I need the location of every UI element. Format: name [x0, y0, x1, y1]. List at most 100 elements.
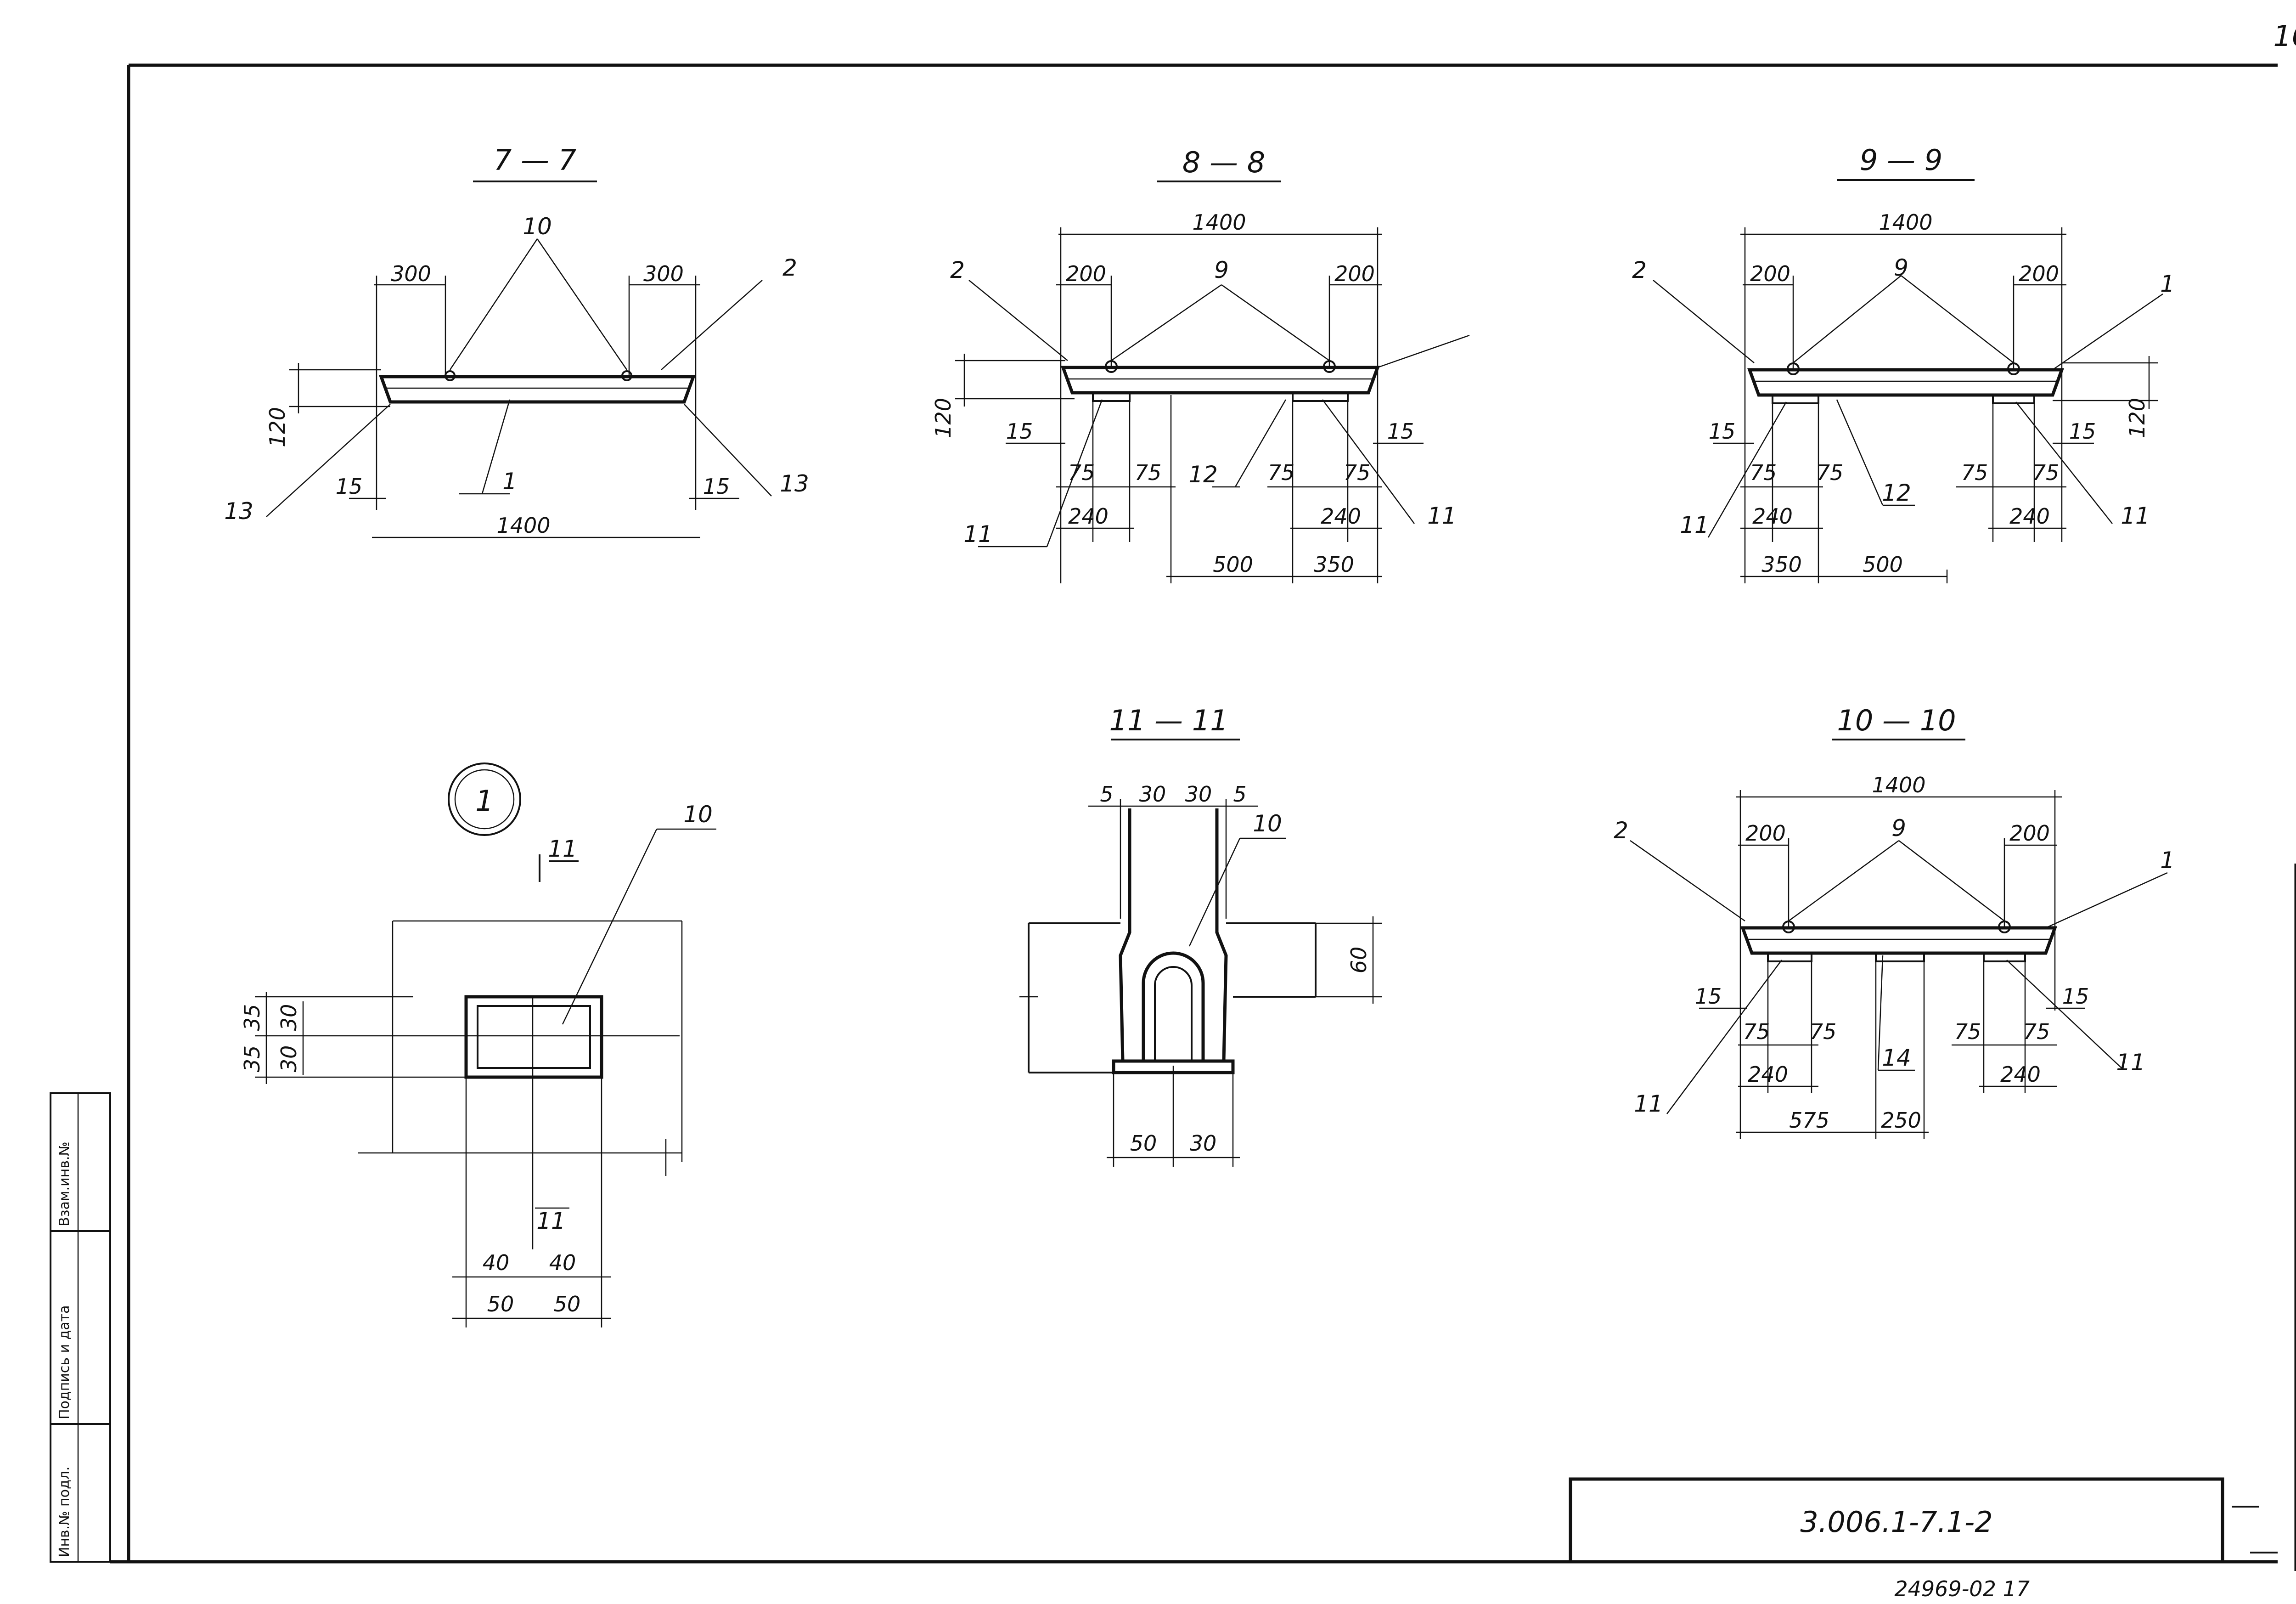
dim-15-left: 15 — [1006, 419, 1033, 444]
ref-11-right: 11 — [2116, 1049, 2145, 1076]
dim-200-right: 200 — [2009, 821, 2050, 846]
ref-1: 1 — [2160, 847, 2175, 874]
dim-575: 575 — [1789, 1108, 1829, 1133]
ref-11-right: 11 — [1427, 503, 1457, 529]
dim-350: 350 — [1761, 552, 1802, 577]
dim-30-c: 30 — [1190, 1131, 1217, 1156]
dim-75-b: 75 — [1135, 460, 1162, 485]
ref-13-right: 13 — [780, 470, 809, 497]
dim-60: 60 — [1346, 947, 1371, 974]
dim-300-right: 300 — [643, 261, 684, 286]
dim-75-a: 75 — [1068, 460, 1095, 485]
dim-200-left: 200 — [1745, 821, 1786, 846]
ref-1: 1 — [502, 468, 517, 495]
section-title: 7 — 7 — [494, 143, 576, 177]
drawing-designation: 3.006.1-7.1-2 — [1800, 1505, 1992, 1539]
dim-200-left: 200 — [1066, 261, 1106, 286]
dim-120: 120 — [931, 398, 956, 438]
dim-35-b: 35 — [240, 1045, 264, 1073]
dim-240-right: 240 — [2009, 504, 2050, 529]
section-11-11: 11 — 11 5 30 30 5 60 50 30 — [1019, 704, 1382, 1167]
ref-12: 12 — [1882, 480, 1911, 506]
section-8-8: 8 — 8 — [931, 146, 1470, 583]
dim-30-b: 30 — [1185, 782, 1212, 807]
dim-75-d: 75 — [2032, 460, 2060, 485]
dim-120: 120 — [265, 407, 290, 447]
dim-15-left: 15 — [1709, 419, 1736, 444]
dim-1400: 1400 — [1872, 773, 1925, 797]
dim-15-right: 15 — [2069, 419, 2096, 444]
dim-75-d: 75 — [2023, 1019, 2050, 1044]
ref-12: 12 — [1188, 461, 1218, 488]
dim-40-a: 40 — [483, 1250, 510, 1275]
dim-15-left: 15 — [1695, 984, 1722, 1009]
dim-15-left: 15 — [336, 474, 363, 499]
dim-75-b: 75 — [1810, 1019, 1837, 1044]
dim-75-c: 75 — [1961, 460, 1988, 485]
dim-240-left: 240 — [1068, 504, 1109, 529]
dim-15-right: 15 — [2062, 984, 2089, 1009]
section-7-7: 7 — 7 300 300 120 15 15 1400 10 2 — [224, 143, 809, 538]
dim-75-a: 75 — [1743, 1019, 1770, 1044]
archive-number: 24969-02 17 — [1894, 1576, 2030, 1601]
dim-200-left: 200 — [1750, 261, 1790, 286]
dim-1400: 1400 — [496, 513, 550, 538]
dim-1400: 1400 — [1192, 210, 1246, 235]
dim-50-a: 50 — [487, 1292, 514, 1316]
ref-9: 9 — [1891, 815, 1906, 842]
node-marker: 1 — [475, 784, 493, 818]
dim-75-a: 75 — [1750, 460, 1777, 485]
ref-2: 2 — [782, 254, 797, 281]
stamp-signature-date: Подпись и дата — [56, 1305, 73, 1420]
ref-9: 9 — [1214, 257, 1229, 283]
dim-35-a: 35 — [240, 1004, 264, 1031]
dim-30-a: 30 — [1139, 782, 1166, 807]
dim-30-b: 30 — [276, 1045, 301, 1073]
page-number: 16 — [2273, 19, 2296, 53]
section-9-9: 9 — 9 1400 — [1632, 143, 2175, 583]
dim-250: 250 — [1881, 1108, 1921, 1133]
section-title: 9 — 9 — [1860, 143, 1942, 177]
dim-200-right: 200 — [1334, 261, 1375, 286]
ref-13-left: 13 — [224, 498, 253, 525]
dim-75-c: 75 — [1268, 460, 1295, 485]
dim-75-b: 75 — [1817, 460, 1844, 485]
ref-11-right: 11 — [2121, 503, 2150, 529]
stamp-replaced-inv: Взам.инв.№ — [56, 1141, 73, 1226]
node-1: 1 11 11 10 35 35 30 30 40 40 50 50 — [240, 762, 716, 1327]
dim-15-right: 15 — [703, 474, 730, 499]
dim-15-right: 15 — [1387, 419, 1414, 444]
section-10-10: 10 — 10 1400 — [1614, 704, 2175, 1139]
section-title: 10 — 10 — [1837, 704, 1956, 737]
dim-240-left: 240 — [1748, 1062, 1788, 1087]
title-block: 3.006.1-7.1-2 — [1569, 1477, 2224, 1564]
dim-240-right: 240 — [2000, 1062, 2041, 1087]
section-title: 8 — 8 — [1182, 146, 1265, 179]
dim-350: 350 — [1314, 552, 1354, 577]
dim-75-c: 75 — [1954, 1019, 1981, 1044]
dim-120: 120 — [2125, 398, 2150, 438]
side-stamp: Взам.инв.№ Подпись и дата Инв.№ подл. — [50, 1092, 111, 1563]
dim-240-left: 240 — [1752, 504, 1793, 529]
ref-10: 10 — [523, 213, 552, 240]
ref-10: 10 — [683, 801, 713, 828]
dim-240-right: 240 — [1321, 504, 1361, 529]
dim-5-b: 5 — [1233, 782, 1246, 807]
dim-500: 500 — [1213, 552, 1253, 577]
ref-11-left: 11 — [1680, 512, 1709, 538]
dim-75-d: 75 — [1344, 460, 1371, 485]
ref-11-left: 11 — [1634, 1090, 1663, 1117]
dim-500: 500 — [1863, 552, 1903, 577]
ref-2: 2 — [1614, 817, 1628, 844]
stamp-inv-no: Инв.№ подл. — [56, 1467, 73, 1557]
dim-50-b: 50 — [554, 1292, 581, 1316]
dim-30-a: 30 — [276, 1004, 301, 1031]
sheet-frame — [110, 63, 2296, 1571]
cut-mark-top: 11 — [548, 836, 577, 862]
dim-300-left: 300 — [391, 261, 431, 286]
ref-2: 2 — [950, 257, 965, 283]
section-title: 11 — 11 — [1109, 704, 1228, 737]
dim-200-right: 200 — [2019, 261, 2059, 286]
ref-9: 9 — [1894, 254, 1908, 281]
